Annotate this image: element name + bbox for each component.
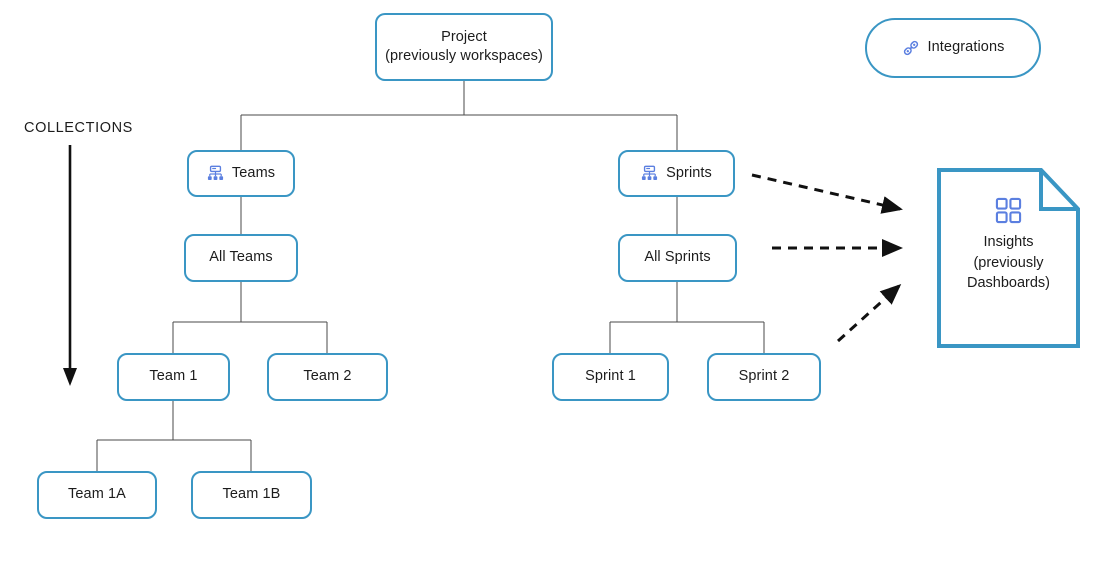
node-teams[interactable]: Teams: [187, 150, 295, 197]
node-all-teams-label: All Teams: [209, 249, 273, 266]
node-sprint-1-label: Sprint 1: [585, 368, 636, 385]
node-insights[interactable]: Insights (previously Dashboards): [937, 164, 1083, 348]
node-team-1[interactable]: Team 1: [117, 353, 230, 401]
node-integrations-label: Integrations: [927, 39, 1005, 56]
collections-axis-arrow: [63, 145, 77, 386]
link-icon: [902, 39, 920, 57]
node-all-sprints-label: All Sprints: [644, 249, 711, 266]
node-team-1b[interactable]: Team 1B: [191, 471, 312, 519]
node-all-teams[interactable]: All Teams: [184, 234, 298, 282]
node-integrations[interactable]: Integrations: [865, 18, 1041, 78]
document-folded-shape: [937, 164, 1083, 348]
node-sprint-2-label: Sprint 2: [738, 368, 790, 385]
node-team-2-label: Team 2: [303, 368, 352, 385]
hierarchy-icon: [207, 165, 224, 182]
node-project-label: Project (previously workspaces): [385, 28, 543, 64]
node-sprint-2[interactable]: Sprint 2: [707, 353, 821, 401]
dashboard-grid-icon: [995, 197, 1022, 224]
node-project[interactable]: Project (previously workspaces): [375, 13, 553, 81]
edge-sprint-2-to-insights: [836, 283, 902, 343]
node-team-2[interactable]: Team 2: [267, 353, 388, 401]
node-teams-label: Teams: [231, 164, 276, 181]
collections-axis-label: COLLECTIONS: [24, 120, 133, 136]
node-sprints-label: Sprints: [666, 164, 712, 181]
hierarchy-icon: [641, 165, 658, 182]
node-team-1a[interactable]: Team 1A: [37, 471, 157, 519]
node-team-1b-label: Team 1B: [222, 486, 281, 503]
node-sprints[interactable]: Sprints: [618, 150, 735, 197]
node-team-1a-label: Team 1A: [68, 486, 126, 503]
node-sprint-1[interactable]: Sprint 1: [552, 353, 669, 401]
node-team-1-label: Team 1: [149, 368, 198, 385]
edge-sprints-to-insights: [751, 173, 903, 214]
node-insights-label: Insights (previously Dashboards): [966, 234, 1050, 292]
node-all-sprints[interactable]: All Sprints: [618, 234, 737, 282]
